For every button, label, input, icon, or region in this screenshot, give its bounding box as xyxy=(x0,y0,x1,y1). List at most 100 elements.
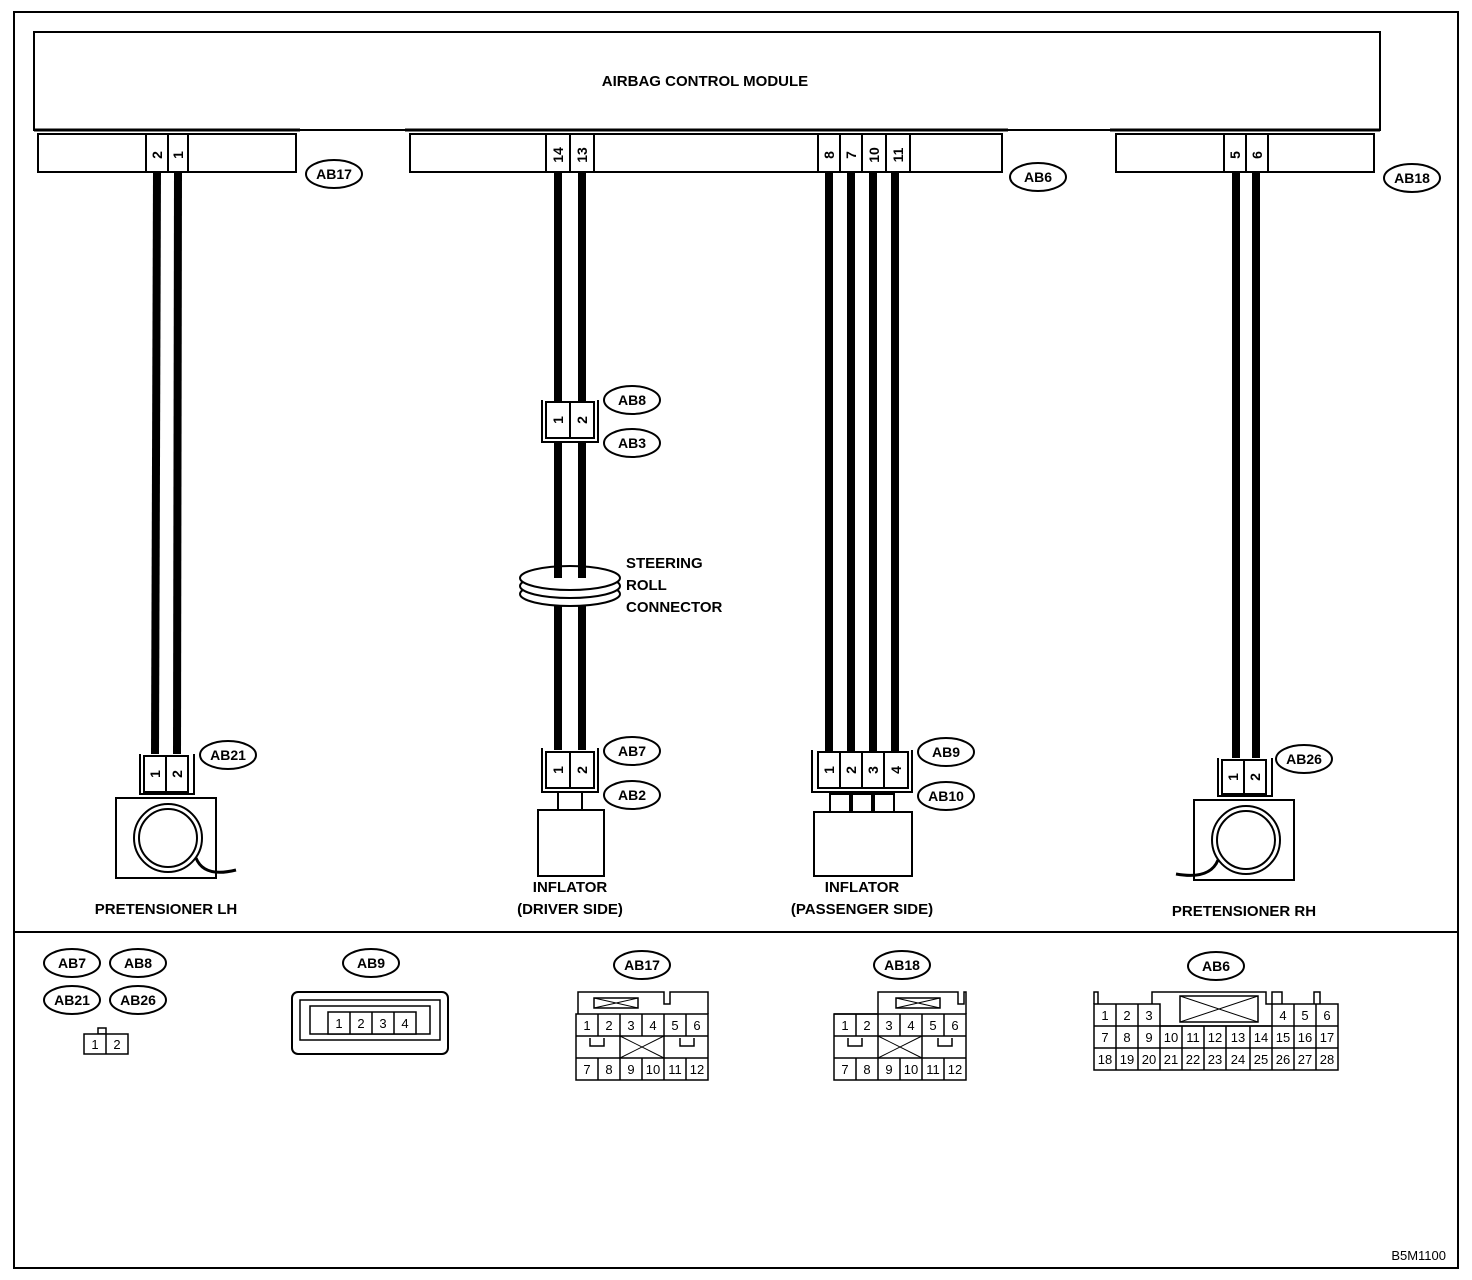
svg-text:10: 10 xyxy=(1164,1030,1178,1045)
svg-text:21: 21 xyxy=(1164,1052,1178,1067)
outer-frame xyxy=(13,11,1459,1269)
svg-text:AB2: AB2 xyxy=(618,787,646,803)
svg-text:AB8: AB8 xyxy=(124,955,152,971)
svg-text:17: 17 xyxy=(1320,1030,1334,1045)
pin-label: 1 xyxy=(821,766,837,774)
pin-label: 1 xyxy=(1225,773,1241,781)
svg-text:AB8: AB8 xyxy=(618,392,646,408)
module-connector-ab17: 2 1 xyxy=(37,133,297,173)
pin-label: 13 xyxy=(574,147,590,163)
pin-label: 2 xyxy=(169,770,185,778)
svg-text:11: 11 xyxy=(926,1062,940,1077)
connector-id-bubble: AB9 xyxy=(342,948,400,978)
pin-label: 2 xyxy=(149,151,165,159)
connector-view-ab9: AB9 1 2 3 4 xyxy=(291,948,449,1055)
svg-text:22: 22 xyxy=(1186,1052,1200,1067)
svg-text:3: 3 xyxy=(1145,1008,1152,1023)
svg-text:2: 2 xyxy=(605,1018,612,1033)
svg-text:AB7: AB7 xyxy=(58,955,86,971)
component-label: PRETENSIONER LH xyxy=(95,901,238,918)
svg-text:8: 8 xyxy=(605,1062,612,1077)
svg-text:12: 12 xyxy=(948,1062,962,1077)
connector-view-2pin: AB7 AB8 AB21 AB26 1 2 xyxy=(43,948,167,1055)
connector-id-bubble: AB21 xyxy=(199,740,257,770)
svg-text:1: 1 xyxy=(1101,1008,1108,1023)
svg-text:AB18: AB18 xyxy=(1394,170,1430,186)
svg-text:2: 2 xyxy=(863,1018,870,1033)
svg-text:9: 9 xyxy=(627,1062,634,1077)
component-label: INFLATOR xyxy=(825,879,900,896)
component-label: CONNECTOR xyxy=(626,599,723,616)
connector-id-bubble: AB18 xyxy=(1383,163,1441,193)
svg-text:25: 25 xyxy=(1254,1052,1268,1067)
svg-text:1: 1 xyxy=(335,1016,342,1031)
connector-id-bubble: AB8 xyxy=(109,948,167,978)
svg-text:AB26: AB26 xyxy=(1286,751,1322,767)
svg-text:9: 9 xyxy=(885,1062,892,1077)
svg-text:6: 6 xyxy=(1323,1008,1330,1023)
svg-text:AB17: AB17 xyxy=(624,957,660,973)
pin-label: 2 xyxy=(574,766,590,774)
svg-text:4: 4 xyxy=(907,1018,914,1033)
svg-text:5: 5 xyxy=(929,1018,936,1033)
pin-label: 8 xyxy=(821,151,837,159)
pin-label: 2 xyxy=(843,766,859,774)
svg-text:19: 19 xyxy=(1120,1052,1134,1067)
svg-text:AB17: AB17 xyxy=(316,166,352,182)
component-label: PRETENSIONER RH xyxy=(1172,903,1316,920)
svg-text:6: 6 xyxy=(951,1018,958,1033)
pin-label: 10 xyxy=(866,147,882,163)
svg-text:AB10: AB10 xyxy=(928,788,964,804)
svg-text:7: 7 xyxy=(583,1062,590,1077)
component-label: INFLATOR xyxy=(533,879,608,896)
svg-text:1: 1 xyxy=(841,1018,848,1033)
svg-text:1: 1 xyxy=(91,1037,98,1052)
svg-text:3: 3 xyxy=(885,1018,892,1033)
svg-text:2: 2 xyxy=(113,1037,120,1052)
svg-text:AB21: AB21 xyxy=(54,992,90,1008)
connector-id-bubble: AB18 xyxy=(873,950,931,980)
inflator-driver-side: 1 2 AB7 AB2 INFLATOR (DRIVER SIDE) xyxy=(517,736,661,918)
component-label: (PASSENGER SIDE) xyxy=(791,901,933,918)
pin-label: 1 xyxy=(170,151,186,159)
svg-text:AB6: AB6 xyxy=(1024,169,1052,185)
svg-text:18: 18 xyxy=(1098,1052,1112,1067)
pin-label: 4 xyxy=(888,766,904,774)
svg-text:11: 11 xyxy=(668,1062,682,1077)
pin-label: 1 xyxy=(550,416,566,424)
svg-text:AB18: AB18 xyxy=(884,957,920,973)
pin-label: 1 xyxy=(147,770,163,778)
pin-label: 2 xyxy=(1247,773,1263,781)
connector-id-bubble: AB9 xyxy=(917,737,975,767)
module-title: AIRBAG CONTROL MODULE xyxy=(602,73,808,90)
airbag-control-module: AIRBAG CONTROL MODULE xyxy=(33,31,1381,132)
svg-text:AB9: AB9 xyxy=(357,955,385,971)
connector-view-ab17: AB17 1 2 3 4 5 6 7 8 9 10 11 12 xyxy=(575,950,709,1081)
svg-text:AB3: AB3 xyxy=(618,435,646,451)
svg-text:AB9: AB9 xyxy=(932,744,960,760)
connector-view-ab18: AB18 1 2 3 4 5 6 7 8 9 10 11 12 xyxy=(833,950,967,1081)
svg-text:23: 23 xyxy=(1208,1052,1222,1067)
wire-harness xyxy=(151,171,1260,758)
svg-text:13: 13 xyxy=(1231,1030,1245,1045)
pin-label: 5 xyxy=(1227,151,1243,159)
connector-id-bubble: AB6 xyxy=(1187,951,1245,981)
svg-text:4: 4 xyxy=(401,1016,408,1031)
pin-label: 14 xyxy=(550,147,566,163)
svg-text:9: 9 xyxy=(1145,1030,1152,1045)
svg-text:2: 2 xyxy=(357,1016,364,1031)
svg-text:4: 4 xyxy=(649,1018,656,1033)
connector-id-bubble: AB10 xyxy=(917,781,975,811)
svg-text:1: 1 xyxy=(583,1018,590,1033)
connector-id-bubble: AB7 xyxy=(43,948,101,978)
component-label: STEERING xyxy=(626,555,703,572)
svg-text:3: 3 xyxy=(627,1018,634,1033)
pin-label: 11 xyxy=(890,147,906,162)
component-label: (DRIVER SIDE) xyxy=(517,901,623,918)
svg-text:10: 10 xyxy=(904,1062,918,1077)
pin-label: 3 xyxy=(865,766,881,774)
connector-id-bubble: AB7 xyxy=(603,736,661,766)
inflator-passenger-side: 1 2 3 4 AB9 AB10 INFLATOR (PASSENGER SID… xyxy=(791,737,975,918)
connector-view-ab6: AB6 1 2 3 4 5 6 7 8 9 10 11 12 13 14 15 … xyxy=(1093,951,1339,1071)
